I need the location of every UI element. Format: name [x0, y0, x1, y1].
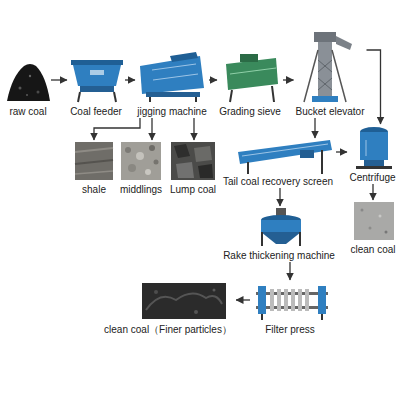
- machine-node: Grading sieve: [217, 52, 283, 118]
- caption-label: Bucket elevator: [296, 106, 365, 118]
- flow-arrow: [193, 118, 194, 140]
- caption-label: raw coal: [9, 106, 46, 118]
- machine-node: Rake thickening machine: [221, 206, 337, 262]
- flow-arrow: [51, 79, 67, 80]
- flow-arrow: [283, 79, 294, 80]
- flow-arrow: [236, 299, 250, 300]
- flow-arrow: [289, 262, 290, 280]
- flow-arrow: [372, 184, 373, 200]
- clean-coal-photo: [354, 202, 394, 240]
- caption-label: clean coal: [350, 244, 395, 256]
- caption-label: Centrifuge: [349, 172, 395, 184]
- filter-press-machine: [256, 286, 328, 320]
- caption-label: Coal feeder: [70, 106, 122, 118]
- rake-thickener-machine: [261, 208, 301, 246]
- middlings-photo: [121, 142, 161, 180]
- tail-coal-screen-machine: [238, 140, 332, 174]
- caption-label: shale: [82, 184, 106, 196]
- coal-feeder-machine: [71, 60, 123, 102]
- grading-sieve-machine: [226, 54, 278, 102]
- flow-arrow: [94, 118, 140, 140]
- caption-label: Lump coal: [170, 184, 216, 196]
- machine-node: Centrifuge: [347, 124, 398, 184]
- machine-node: Bucket elevator: [294, 30, 367, 118]
- machine-node: clean coal（Finer particles）: [100, 280, 236, 336]
- machine-node: Tail coal recovery screen: [220, 138, 336, 188]
- caption-label: middlings: [120, 184, 162, 196]
- flow-arrow: [209, 79, 217, 80]
- flow-arrow: [279, 188, 280, 206]
- machine-node: clean coal: [348, 200, 398, 256]
- machine-node: Coal feeder: [67, 56, 125, 118]
- caption-label: Tail coal recovery screen: [223, 176, 333, 188]
- flow-arrow: [314, 118, 315, 138]
- caption-label: clean coal（Finer particles）: [104, 324, 232, 336]
- machine-node: middlings: [118, 140, 165, 196]
- shale-photo: [75, 142, 113, 180]
- fine-clean-coal-photo: [142, 283, 226, 319]
- flow-arrow: [151, 118, 152, 140]
- flow-arrow: [336, 151, 347, 152]
- machine-node: raw coal: [5, 60, 51, 118]
- caption-label: Grading sieve: [219, 106, 281, 118]
- caption-label: Filter press: [265, 324, 314, 336]
- flow-arrow: [125, 79, 135, 80]
- caption-label: Rake thickening machine: [223, 250, 335, 262]
- flow-arrow: [367, 50, 381, 124]
- machine-node: Filter press: [250, 280, 330, 336]
- machine-node: jigging machine: [135, 50, 209, 118]
- caption-label: jigging machine: [137, 106, 207, 118]
- machine-node: Lump coal: [168, 140, 219, 196]
- jigging-machine: [140, 52, 204, 102]
- centrifuge-machine: [356, 127, 392, 169]
- machine-node: shale: [72, 140, 116, 196]
- lump-coal-photo: [171, 142, 215, 180]
- bucket-elevator-machine: [304, 32, 352, 102]
- raw-coal-pile: [7, 64, 50, 101]
